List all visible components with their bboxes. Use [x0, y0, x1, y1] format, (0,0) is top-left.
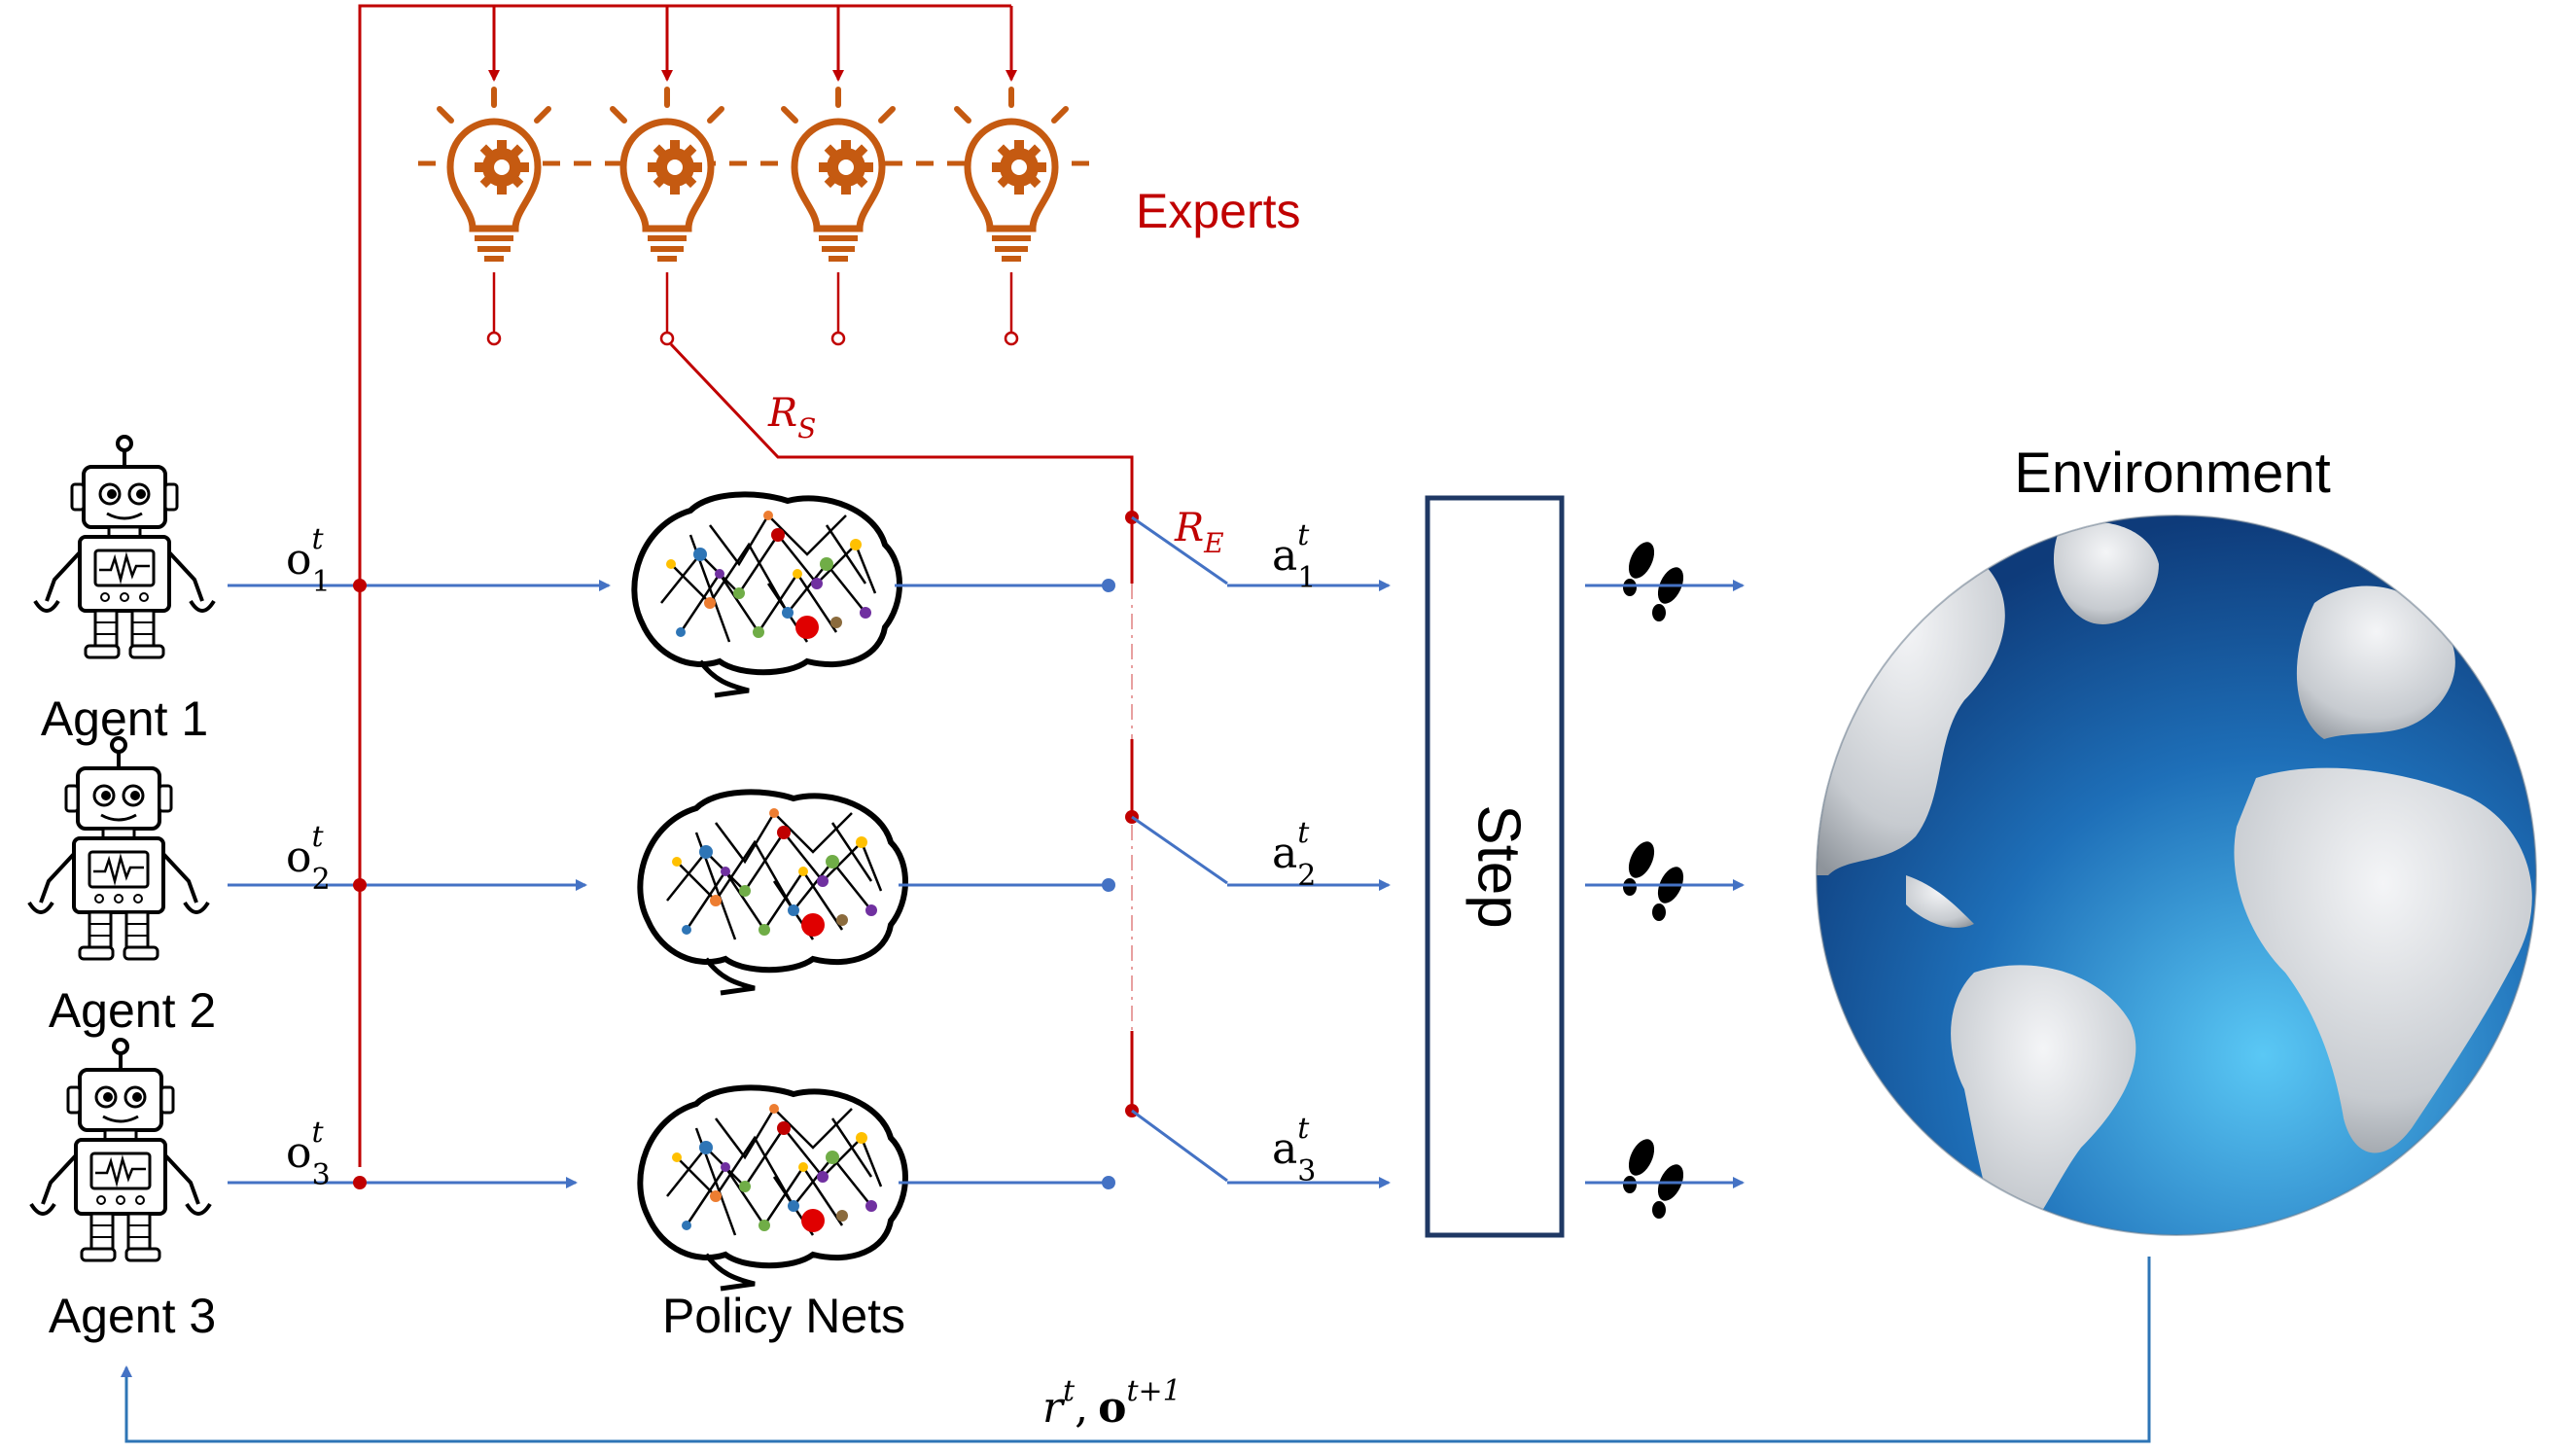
environment-label: Environment	[2014, 442, 2331, 505]
experts-group: Experts RS RE	[358, 4, 1301, 1183]
expert-icon-4	[957, 89, 1066, 259]
footprints-icon-3	[1623, 1135, 1689, 1219]
policy-nets-group: Policy Nets	[634, 494, 1115, 1343]
step-label: Step	[1465, 804, 1533, 929]
feedback-label: rt,ot+1	[1042, 1374, 1182, 1433]
expert-icon-1	[440, 89, 548, 259]
feedback-group: rt,ot+1	[121, 1257, 2151, 1443]
agent-label-1: Agent 1	[41, 691, 208, 746]
rs-label: RS	[767, 391, 816, 444]
agent-icon-3	[29, 1038, 212, 1262]
agent-label-3: Agent 3	[49, 1289, 216, 1343]
agent-icon-2	[27, 736, 210, 961]
footprints-icon-2	[1623, 837, 1689, 921]
globe-icon	[1816, 514, 2537, 1236]
policy-net-icon-3	[640, 1087, 905, 1289]
policy-nets-label: Policy Nets	[662, 1289, 905, 1343]
expert-icon-3	[784, 89, 893, 259]
policy-net-icon-1	[634, 494, 900, 695]
agent-label-2: Agent 2	[49, 983, 216, 1038]
step-box: Step	[1425, 495, 1565, 1238]
experts-label: Experts	[1136, 184, 1301, 238]
feedback-line	[121, 1257, 2151, 1443]
policy-net-icon-2	[640, 792, 905, 993]
expert-select-line	[669, 342, 1134, 517]
footsteps-group	[1585, 538, 1745, 1219]
re-label: RE	[1174, 506, 1224, 559]
expert-bus-line	[358, 4, 1011, 1167]
environment-group: Environment	[1816, 442, 2537, 1236]
footprints-icon-1	[1623, 538, 1689, 621]
expert-icon-2	[613, 89, 722, 259]
agent-icon-1	[33, 435, 216, 659]
